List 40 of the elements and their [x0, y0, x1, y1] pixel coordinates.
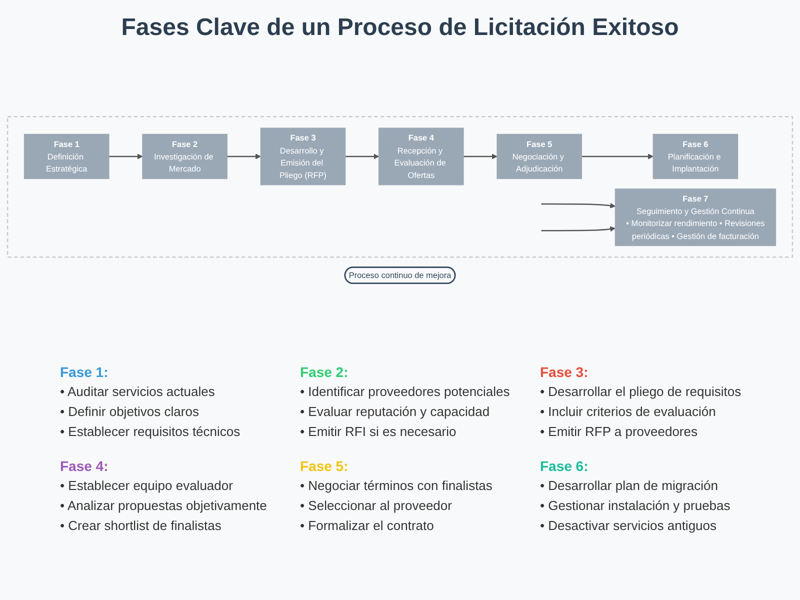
bullet-item: • Gestionar instalación y pruebas: [540, 497, 730, 515]
bullet-item: • Identificar proveedores potenciales: [300, 383, 510, 401]
phase-heading: Fase 2:: [300, 363, 348, 382]
arrow: [345, 154, 380, 160]
phase-heading: Fase 5:: [300, 457, 348, 476]
node-box: Fase 3 Desarrollo y Emisión del Pliego (RFP): [260, 128, 346, 186]
arrow: [227, 154, 261, 160]
node-box: Fase 5 Negociación y Adjudicación: [496, 134, 582, 180]
bullet-item: • Incluir criterios de evaluación: [540, 403, 716, 421]
phase-heading: Fase 4:: [60, 457, 108, 476]
bullet-item: • Desactivar servicios antiguos: [540, 517, 717, 535]
arrow: [541, 202, 616, 208]
bullet-item: • Establecer requisitos técnicos: [60, 423, 240, 441]
diagram-title: Fases Clave de un Proceso de Licitación Exitoso: [121, 14, 679, 42]
bullet-item: • Emitir RFI si es necesario: [300, 423, 456, 441]
node-box: Fase 4 Recepción y Evaluación de Ofertas: [378, 128, 464, 186]
phase-heading: Fase 1:: [60, 363, 108, 382]
bullet-item: • Emitir RFP a proveedores: [540, 423, 698, 441]
node-box: Fase 2 Investigación de Mercado: [142, 134, 228, 180]
bullet-item: • Establecer equipo evaluador: [60, 477, 233, 495]
bullet-item: • Seleccionar al proveedor: [300, 497, 452, 515]
node-box: Fase 1 Definición Estratégica: [24, 134, 110, 180]
arrow: [108, 154, 143, 160]
bullet-item: • Desarrollar plan de migración: [540, 477, 718, 495]
bullet-item: • Analizar propuestas objetivamente: [60, 497, 267, 515]
phase-heading: Fase 6:: [540, 457, 588, 476]
arrow: [541, 226, 616, 232]
node-box: Fase 7 Seguimiento y Gestión Continua • Monitorizar rendimiento • Revisiones periódicas • Gestión de facturación: [614, 188, 776, 246]
arrow: [464, 154, 498, 160]
bullet-item: • Formalizar el contrato: [300, 517, 434, 535]
bullet-item: • Definir objetivos claros: [60, 403, 199, 421]
bullet-item: • Desarrollar el pliego de requisitos: [540, 383, 742, 401]
phase-heading: Fase 3:: [540, 363, 588, 382]
node-box: Fase 6 Planificación e Implantación: [652, 134, 738, 180]
bullet-item: • Auditar servicios actuales: [60, 383, 215, 401]
bullet-item: • Crear shortlist de finalistas: [60, 517, 222, 535]
arrow: [582, 154, 654, 160]
cluster: [6, 116, 794, 258]
bullet-item: • Negociar términos con finalistas: [300, 477, 492, 495]
bullet-item: • Evaluar reputación y capacidad: [300, 403, 490, 421]
